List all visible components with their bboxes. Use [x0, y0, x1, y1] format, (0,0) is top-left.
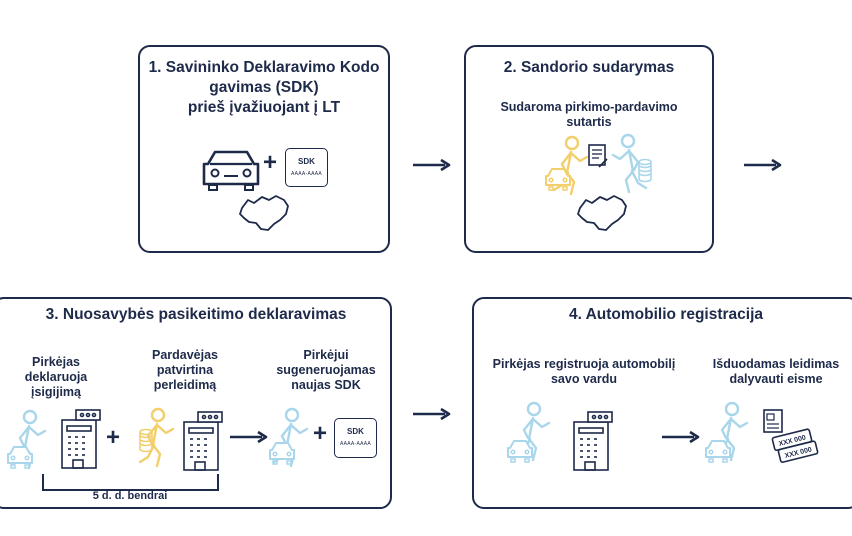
car-icon	[507, 440, 533, 463]
office-building-icon	[183, 411, 223, 471]
step4-title: 4. Automobilio registracija	[568, 306, 764, 323]
office-building-icon	[61, 409, 101, 469]
step3-buyer-line1: Pirkėjas deklaruoja	[24, 355, 88, 384]
step3-seller-line2: patvirtina	[156, 363, 214, 377]
step3-buyer-label: Pirkėjas deklaruoja įsigijimą	[0, 355, 112, 400]
sdk-card-label: SDK	[347, 427, 364, 436]
coins-icon	[638, 158, 652, 183]
registration-document-icon	[763, 409, 783, 433]
step4-left-line2: savo vardu	[550, 372, 617, 386]
step4-right-line1: Išduodamas leidimas	[712, 357, 840, 371]
arrow-right-icon	[742, 158, 782, 172]
step3-title: 3. Nuosavybės pasikeitimo deklaravimas	[45, 306, 347, 323]
sdk-card: SDK AAAA-AAAA	[285, 148, 328, 187]
step3-new-line1: Pirkėjui	[303, 348, 349, 362]
step1-title: 1. Savininko Deklaravimo Kodo gavimas (S…	[138, 58, 390, 118]
step3-new-line2: sugeneruojamas	[276, 363, 376, 377]
step3-new-line3: naujas SDK	[291, 378, 361, 392]
license-plates-icon: XXX 000 XXX 000	[771, 428, 819, 463]
step3-seller-line1: Pardavėjas	[151, 348, 219, 362]
step2-subtitle-line1: Sudaroma pirkimo-pardavimo	[500, 100, 678, 114]
step3-seller-label: Pardavėjas patvirtina perleidimą	[130, 348, 240, 393]
step1-title-line1: 1. Savininko Deklaravimo Kodo	[148, 59, 380, 76]
step4-right-label: Išduodamas leidimas dalyvauti eisme	[700, 357, 852, 387]
step3-buyer-line2: įsigijimą	[30, 385, 82, 399]
sdk-card: SDK AAAA-AAAA	[334, 418, 377, 458]
arrow-right-icon	[411, 158, 451, 172]
step1-title-line3: prieš įvažiuojant į LT	[187, 99, 341, 116]
step4-left-line1: Pirkėjas registruoja automobilį	[492, 357, 676, 371]
arrow-right-icon	[411, 407, 451, 421]
duration-label: 5 d. d. bendrai	[92, 490, 168, 502]
car-icon	[269, 442, 295, 465]
car-icon	[202, 150, 260, 191]
car-icon	[705, 440, 731, 463]
plus-sign: +	[106, 424, 121, 451]
step2-subtitle: Sudaroma pirkimo-pardavimo sutartis	[464, 100, 714, 130]
contract-document-icon	[588, 144, 608, 168]
step2-title: 2. Sandorio sudarymas	[503, 59, 675, 76]
step3-box	[0, 297, 392, 509]
step2-subtitle-line2: sutartis	[566, 115, 612, 129]
step4-left-label: Pirkėjas registruoja automobilį savo var…	[484, 357, 684, 387]
sdk-card-label: SDK	[298, 157, 315, 166]
duration-bracket	[42, 474, 219, 491]
step3-seller-line3: perleidimą	[153, 378, 217, 392]
plus-sign: +	[313, 420, 328, 447]
step3-new-sdk-label: Pirkėjui sugeneruojamas naujas SDK	[268, 348, 384, 393]
lithuania-map-icon	[239, 195, 289, 231]
step1-box	[138, 45, 390, 253]
plus-sign: +	[263, 149, 278, 176]
sdk-card-code: AAAA-AAAA	[290, 171, 323, 177]
step1-title-line2: gavimas (SDK)	[209, 79, 319, 96]
car-icon	[7, 446, 33, 469]
step4-right-line2: dalyvauti eisme	[729, 372, 823, 386]
arrow-right-icon	[228, 430, 268, 444]
sdk-card-code: AAAA-AAAA	[339, 441, 372, 447]
arrow-right-icon	[660, 430, 700, 444]
office-building-icon	[573, 411, 613, 471]
lithuania-map-icon	[577, 195, 627, 231]
